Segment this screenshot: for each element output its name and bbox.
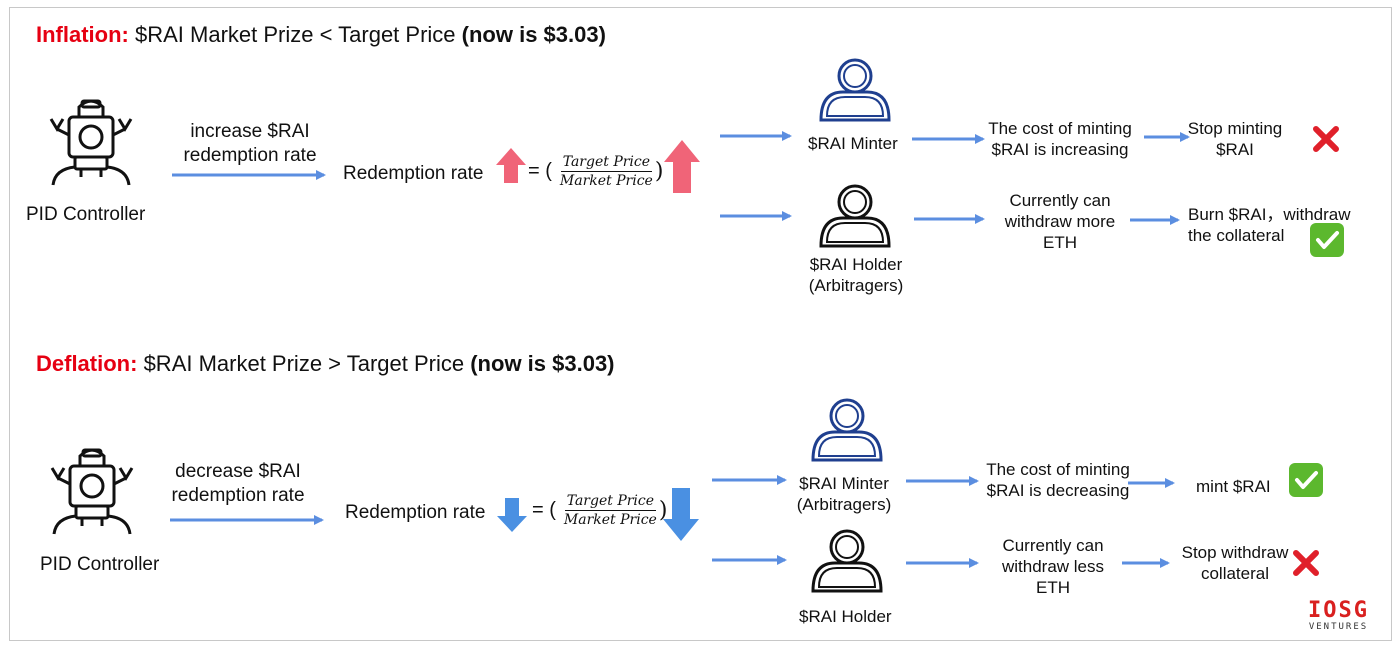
check-icon	[1310, 223, 1344, 257]
deflation-minter-effect: The cost of minting $RAI is decreasing	[978, 459, 1138, 501]
inflation-action-line2: redemption rate	[183, 145, 317, 166]
cross-icon	[1293, 550, 1319, 576]
inflation-minter-effect-1: The cost of minting	[988, 119, 1132, 138]
deflation-action-line2: redemption rate	[171, 485, 305, 506]
deflation-minter-result: mint $RAI	[1196, 477, 1271, 496]
inflation-minter-label: $RAI Minter	[808, 134, 898, 153]
user-icon	[811, 398, 883, 462]
inflation-heading-text: $RAI Market Prize < Target Price	[128, 22, 462, 47]
deflation-heading-label: Deflation:	[36, 351, 138, 376]
deflation-formula: = ( Target Price Market Price )	[532, 492, 667, 529]
inflation-minter-effect: The cost of minting $RAI is increasing	[980, 118, 1140, 160]
deflation-close-paren: )	[658, 498, 668, 523]
inflation-heading-price: (now is $3.03)	[461, 22, 606, 47]
arrow-down-icon	[663, 488, 699, 541]
inflation-controller-label: PID Controller	[26, 204, 146, 225]
inflation-heading: Inflation: $RAI Market Prize < Target Pr…	[36, 22, 606, 48]
inflation-numerator: Target Price	[560, 154, 653, 172]
inflation-action-text: increase $RAI redemption rate	[170, 120, 330, 168]
deflation-holder-result-2: collateral	[1200, 564, 1270, 583]
inflation-denominator: Market Price	[559, 173, 653, 189]
deflation-holder-effect-3: ETH	[1036, 578, 1070, 597]
deflation-minter-label: $RAI Minter (Arbitragers)	[790, 473, 898, 515]
inflation-redemption-label: Redemption rate	[343, 163, 484, 184]
inflation-holder-label-2: (Arbitragers)	[808, 276, 904, 295]
inflation-minter-effect-2: $RAI is increasing	[991, 140, 1129, 159]
deflation-heading: Deflation: $RAI Market Prize > Target Pr…	[36, 351, 615, 377]
deflation-holder-effect: Currently can withdraw less ETH	[993, 535, 1113, 598]
inflation-holder-result: Burn $RAI，withdraw the collateral	[1188, 204, 1351, 246]
logo-mark: IOSG	[1308, 598, 1369, 623]
robot-icon	[50, 448, 134, 536]
inflation-holder-effect-3: ETH	[1043, 233, 1077, 252]
user-icon	[811, 529, 883, 593]
inflation-holder-label-1: $RAI Holder	[809, 255, 903, 274]
deflation-minter-effect-1: The cost of minting	[986, 460, 1130, 479]
deflation-holder-label: $RAI Holder	[799, 607, 892, 626]
deflation-holder-effect-2: withdraw less	[1001, 557, 1105, 576]
inflation-minter-result: Stop minting $RAI	[1185, 118, 1285, 160]
deflation-fraction: Target Price Market Price	[562, 492, 659, 529]
diagram-frame	[9, 7, 1392, 641]
check-icon	[1289, 463, 1323, 497]
deflation-redemption-label: Redemption rate	[345, 502, 486, 523]
user-icon	[819, 184, 891, 248]
user-icon	[819, 58, 891, 122]
inflation-formula: = ( Target Price Market Price )	[528, 153, 663, 190]
deflation-heading-text: $RAI Market Prize > Target Price	[137, 351, 471, 376]
iosg-logo: IOSG VENTURES	[1308, 598, 1369, 633]
deflation-minter-label-2: (Arbitragers)	[796, 495, 892, 514]
inflation-action-line1: increase $RAI	[190, 121, 310, 142]
deflation-holder-effect-1: Currently can	[1002, 536, 1104, 555]
deflation-minter-effect-2: $RAI is decreasing	[986, 481, 1130, 500]
logo-subtitle: VENTURES	[1308, 622, 1369, 632]
deflation-denominator: Market Price	[563, 512, 657, 528]
deflation-heading-price: (now is $3.03)	[470, 351, 615, 376]
arrow-up-icon	[664, 140, 700, 193]
inflation-holder-effect-2: withdraw more	[1004, 212, 1116, 231]
inflation-close-paren: )	[654, 159, 664, 184]
inflation-holder-result-1: Burn $RAI，withdraw	[1188, 205, 1351, 224]
inflation-minter-result-2: $RAI	[1216, 140, 1254, 159]
inflation-holder-effect: Currently can withdraw more ETH	[1000, 190, 1120, 253]
inflation-equals: = (	[528, 160, 552, 182]
arrow-up-icon	[496, 148, 526, 183]
inflation-holder-label: $RAI Holder (Arbitragers)	[804, 254, 908, 296]
deflation-minter-label-1: $RAI Minter	[799, 474, 889, 493]
deflation-holder-result: Stop withdraw collateral	[1176, 542, 1294, 584]
inflation-heading-label: Inflation:	[36, 22, 129, 47]
cross-icon	[1313, 126, 1339, 152]
inflation-holder-effect-1: Currently can	[1009, 191, 1111, 210]
arrow-down-icon	[497, 498, 527, 532]
robot-icon	[49, 99, 133, 187]
inflation-minter-result-1: Stop minting	[1187, 119, 1283, 138]
deflation-action-line1: decrease $RAI	[175, 461, 301, 482]
deflation-numerator: Target Price	[564, 493, 657, 511]
inflation-fraction: Target Price Market Price	[558, 153, 655, 190]
deflation-controller-label: PID Controller	[40, 554, 160, 575]
inflation-holder-result-2: the collateral	[1188, 226, 1285, 245]
deflation-action-text: decrease $RAI redemption rate	[158, 460, 318, 508]
deflation-holder-result-1: Stop withdraw	[1181, 543, 1289, 562]
deflation-equals: = (	[532, 499, 556, 521]
